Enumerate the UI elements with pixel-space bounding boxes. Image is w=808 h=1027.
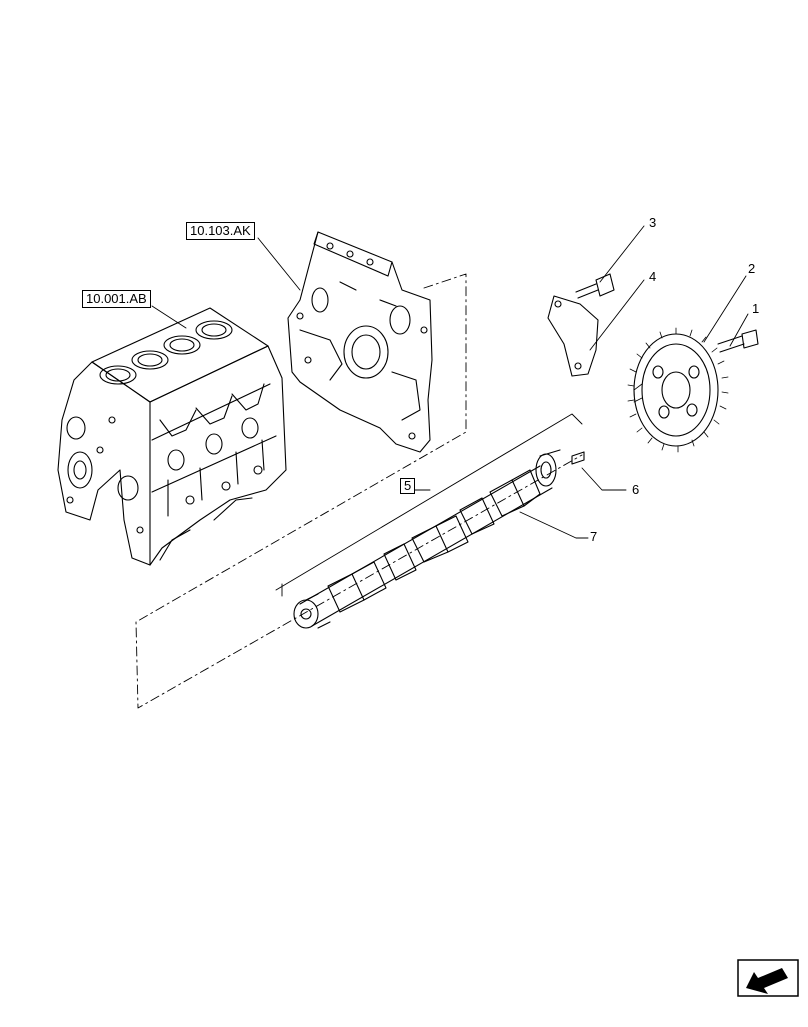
timing-cover-illustration [287,231,433,453]
plate-bolt-illustration [575,273,615,299]
callout-gear-bolt[interactable]: 1 [752,301,760,316]
callout-camshaft-gear[interactable]: 2 [748,261,756,276]
callout-camshaft-assembly[interactable]: 5 [400,478,416,494]
leader-lines [151,225,749,597]
exploded-parts-diagram [57,225,759,709]
callout-dowel-pin[interactable]: 6 [632,482,640,497]
thrust-plate-illustration [547,295,599,377]
assembly-dashed-outline [135,273,583,709]
navigation-arrow-icon[interactable] [736,958,800,1022]
callout-thrust-plate[interactable]: 4 [649,269,657,284]
reference-timing-cover[interactable]: 10.103.AK [186,222,255,240]
cylinder-block-illustration [57,307,287,566]
camshaft-gear-illustration [627,327,729,453]
callout-plate-bolt[interactable]: 3 [649,215,657,230]
callout-camshaft[interactable]: 7 [590,529,598,544]
gear-bolt-illustration [717,329,759,353]
camshaft-illustration [293,449,561,629]
reference-cylinder-block[interactable]: 10.001.AB [82,290,151,308]
dowel-pin-illustration [571,451,585,465]
